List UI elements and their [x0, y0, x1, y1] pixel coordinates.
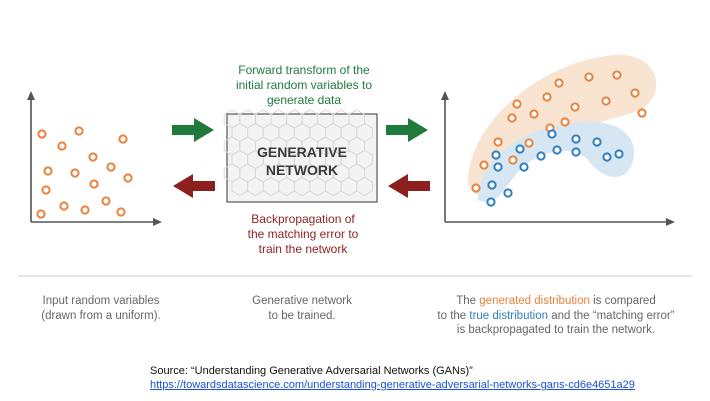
generated-distribution-term: generated distribution [479, 295, 590, 307]
input-point [70, 168, 80, 178]
true-point [491, 150, 501, 160]
backprop-label-line2: the matching error to [248, 227, 359, 241]
input-points [36, 126, 133, 219]
input-point [118, 134, 128, 144]
result-plot [441, 54, 675, 226]
generated-point [584, 72, 594, 82]
input-point [106, 162, 116, 172]
forward-label-line1: Forward transform of the [238, 63, 370, 77]
generated-point [507, 113, 517, 123]
result-caption-line2: to the true distribution and the “matchi… [420, 309, 692, 324]
result-caption-line3: is backpropagated to train the network. [456, 324, 656, 336]
source-link[interactable]: https://towardsdatascience.com/understan… [150, 379, 635, 391]
result-plot-x-arrowhead [666, 218, 675, 226]
input-point [36, 209, 46, 219]
input-plot [27, 91, 162, 226]
network-label-line1: GENERATIVE [257, 144, 347, 160]
backprop-arrow-left [173, 174, 215, 198]
generated-point [601, 96, 611, 106]
network-caption-line2: to be trained. [268, 309, 336, 322]
input-point [88, 152, 98, 162]
true-point [547, 129, 557, 139]
generated-point [637, 108, 647, 118]
result-caption-text: and the “matching error” [548, 309, 675, 322]
true-point [614, 149, 624, 159]
hex-cell [356, 176, 373, 197]
input-caption-line2: (drawn from a uniform). [41, 309, 161, 322]
input-point [43, 166, 53, 176]
input-point [89, 179, 99, 189]
true-points [486, 129, 624, 207]
result-caption-line1: The generated distribution is compared [420, 294, 692, 309]
result-caption-text: The [456, 295, 480, 307]
input-point [80, 205, 90, 215]
true-point [487, 180, 497, 190]
generated-point [512, 99, 522, 109]
generated-point [524, 138, 534, 148]
input-point [37, 129, 47, 139]
generated-point [508, 155, 518, 165]
generated-points [471, 70, 647, 193]
input-plot-x-arrowhead [153, 218, 162, 226]
true-point [493, 162, 503, 172]
generated-point [471, 183, 481, 193]
input-point [74, 126, 84, 136]
result-plot-y-arrowhead [441, 91, 449, 100]
generative-network-box: GENERATIVE NETWORK [223, 109, 378, 203]
true-point [503, 188, 513, 198]
generated-point [542, 92, 552, 102]
input-point [59, 201, 69, 211]
source-text: Source: “Understanding Generative Advers… [150, 365, 473, 377]
generated-point [560, 117, 570, 127]
true-point [571, 147, 581, 157]
network-caption-line1: Generative network [252, 295, 352, 307]
true-point [515, 144, 525, 154]
true-point [571, 134, 581, 144]
backprop-label-line1: Backpropagation of [251, 212, 355, 226]
true-distribution-term: true distribution [469, 309, 549, 322]
generated-point [630, 88, 640, 98]
forward-arrow-left [172, 118, 214, 142]
input-point [123, 173, 133, 183]
result-caption-text: is compared [589, 295, 656, 307]
generated-point [479, 160, 489, 170]
true-point [519, 162, 529, 172]
network-caption: Generative network to be trained. [222, 294, 382, 323]
network-texture [223, 109, 373, 197]
backprop-label-line3: train the network [259, 242, 349, 256]
input-caption: Input random variables (drawn from a uni… [18, 294, 184, 323]
forward-arrow-right [386, 118, 428, 142]
generated-point [493, 137, 503, 147]
input-point [101, 196, 111, 206]
source-citation: Source: “Understanding Generative Advers… [150, 364, 635, 392]
result-caption: The generated distribution is compared t… [420, 294, 692, 338]
input-caption-line1: Input random variables [42, 295, 160, 307]
true-point [536, 151, 546, 161]
generated-point [612, 70, 622, 80]
input-point [57, 141, 67, 151]
true-point [486, 197, 496, 207]
network-label-line2: NETWORK [266, 162, 338, 178]
generated-point [554, 78, 564, 88]
true-point [592, 137, 602, 147]
input-point [41, 185, 51, 195]
generated-point [529, 109, 539, 119]
true-point [552, 145, 562, 155]
true-point [602, 152, 612, 162]
forward-label-line3: generate data [267, 93, 341, 107]
input-plot-y-arrowhead [27, 91, 35, 100]
backprop-arrow-right [388, 174, 430, 198]
result-caption-text: to the [437, 309, 470, 322]
input-point [116, 207, 126, 217]
generated-point [570, 102, 580, 112]
forward-label-line2: initial random variables to [236, 78, 372, 92]
